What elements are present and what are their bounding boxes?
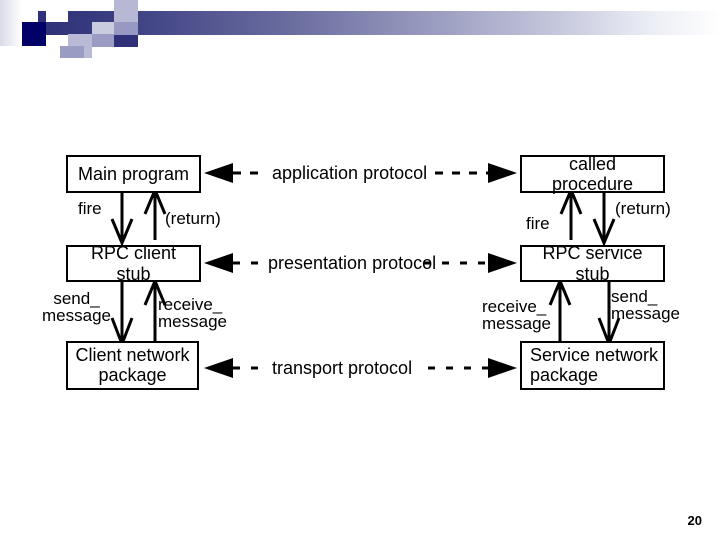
node-rpc-client-stub[interactable]: RPC client stub [66, 243, 201, 284]
header-gradient-bar [38, 11, 720, 35]
arrow-client-fire [110, 192, 134, 247]
node-rpc-service-stub-label: RPC service stub [542, 243, 643, 284]
label-server-receive-message: receive_ message [482, 297, 551, 333]
label-application-protocol: application protocol [272, 163, 428, 183]
label-client-fire: fire [78, 199, 102, 218]
label-server-fire: fire [526, 214, 550, 233]
arrow-transport-protocol-left [204, 358, 265, 378]
arrow-client-send-message [110, 281, 134, 349]
node-service-network-package-label: Service network package [530, 344, 659, 385]
label-presentation-protocol: presentation protocol [268, 253, 437, 273]
node-service-network-package[interactable]: Service network package [520, 341, 665, 390]
deco-square-mid-b [114, 22, 138, 35]
node-main-program-label: Main program [77, 163, 190, 184]
node-client-network-package[interactable]: Client network package [66, 341, 199, 390]
label-client-send-message: send_ message [42, 289, 111, 325]
label-client-receive-message: receive_ message [158, 295, 227, 331]
arrow-server-receive-message [548, 277, 572, 341]
node-called-procedure-label: called procedure [551, 153, 634, 194]
deco-square-navy [22, 22, 46, 46]
node-rpc-client-stub-label: RPC client stub [90, 243, 177, 284]
node-client-network-package-label: Client network package [75, 344, 190, 385]
label-transport-protocol: transport protocol [272, 358, 413, 378]
node-main-program[interactable]: Main program [66, 155, 201, 193]
header-decoration [0, 0, 720, 58]
arrow-server-return [592, 192, 616, 247]
deco-square-dark-small [114, 35, 138, 47]
arrow-application-protocol-left [204, 163, 266, 183]
arrow-client-return [143, 186, 167, 240]
deco-square-top-light [114, 0, 138, 22]
deco-square-mid-a [92, 34, 114, 47]
label-client-return: (return) [165, 209, 221, 228]
node-rpc-service-stub[interactable]: RPC service stub [520, 243, 665, 284]
arrow-presentation-protocol-left [204, 253, 262, 273]
deco-square-white-gap [46, 0, 68, 22]
label-server-return: (return) [615, 199, 671, 218]
arrow-server-fire [559, 186, 583, 240]
deco-square-lowest [60, 46, 84, 58]
arrow-transport-protocol-right [428, 358, 517, 378]
label-server-send-message: send_ message [611, 287, 680, 323]
deco-square-fade-left [0, 0, 22, 46]
node-called-procedure[interactable]: called procedure [520, 153, 665, 194]
page-number: 20 [687, 513, 702, 528]
arrow-presentation-protocol-right [424, 253, 517, 273]
arrow-application-protocol-right [435, 163, 517, 183]
